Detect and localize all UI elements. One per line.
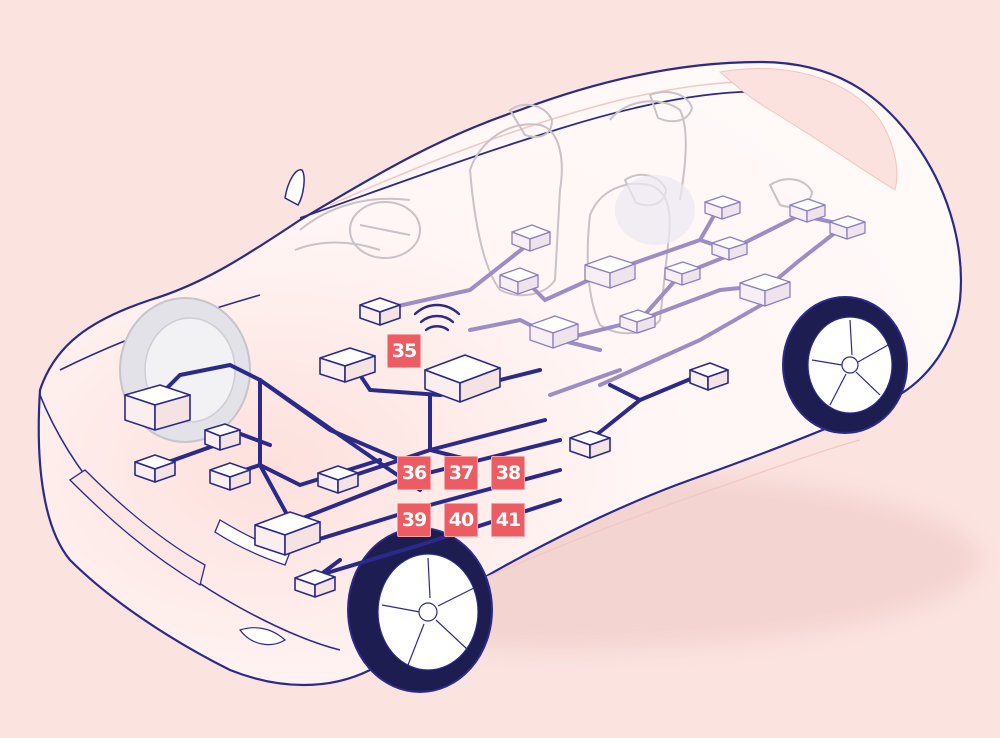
badge-38: 38 [491, 456, 525, 490]
side-mirror [284, 169, 305, 207]
ecu-mid-1 [319, 347, 376, 383]
ecu-small-3 [209, 462, 251, 491]
ecu-modules-rear [499, 195, 866, 349]
badge-40: 40 [444, 503, 478, 537]
badge-36: 36 [397, 456, 431, 490]
interior [294, 91, 814, 335]
grille [68, 469, 206, 587]
rear-window [718, 68, 898, 191]
front-wheel [347, 527, 493, 693]
fog-light [239, 627, 286, 646]
badge-37: 37 [444, 456, 478, 490]
ecu-right-low [569, 430, 611, 459]
rear-wheel [782, 296, 908, 434]
badge-35: 35 [387, 334, 421, 368]
ecu-front-left [124, 384, 191, 431]
central-gateway [424, 354, 501, 403]
airbag [615, 175, 695, 245]
ecu-small-2 [134, 454, 176, 483]
ecu-front-right [294, 569, 336, 598]
headlight [214, 519, 291, 566]
side-sill [479, 439, 861, 581]
ecu-dash [359, 297, 401, 326]
ecu-front-large [254, 511, 321, 556]
wifi-icon [413, 303, 461, 332]
window-line [329, 80, 771, 206]
ecu-right-mid [689, 362, 729, 391]
ecu-modules [124, 297, 729, 598]
ecu-small-1 [204, 423, 241, 451]
ecu-mid-2 [317, 465, 359, 494]
badge-39: 39 [397, 503, 431, 537]
badge-41: 41 [491, 503, 525, 537]
